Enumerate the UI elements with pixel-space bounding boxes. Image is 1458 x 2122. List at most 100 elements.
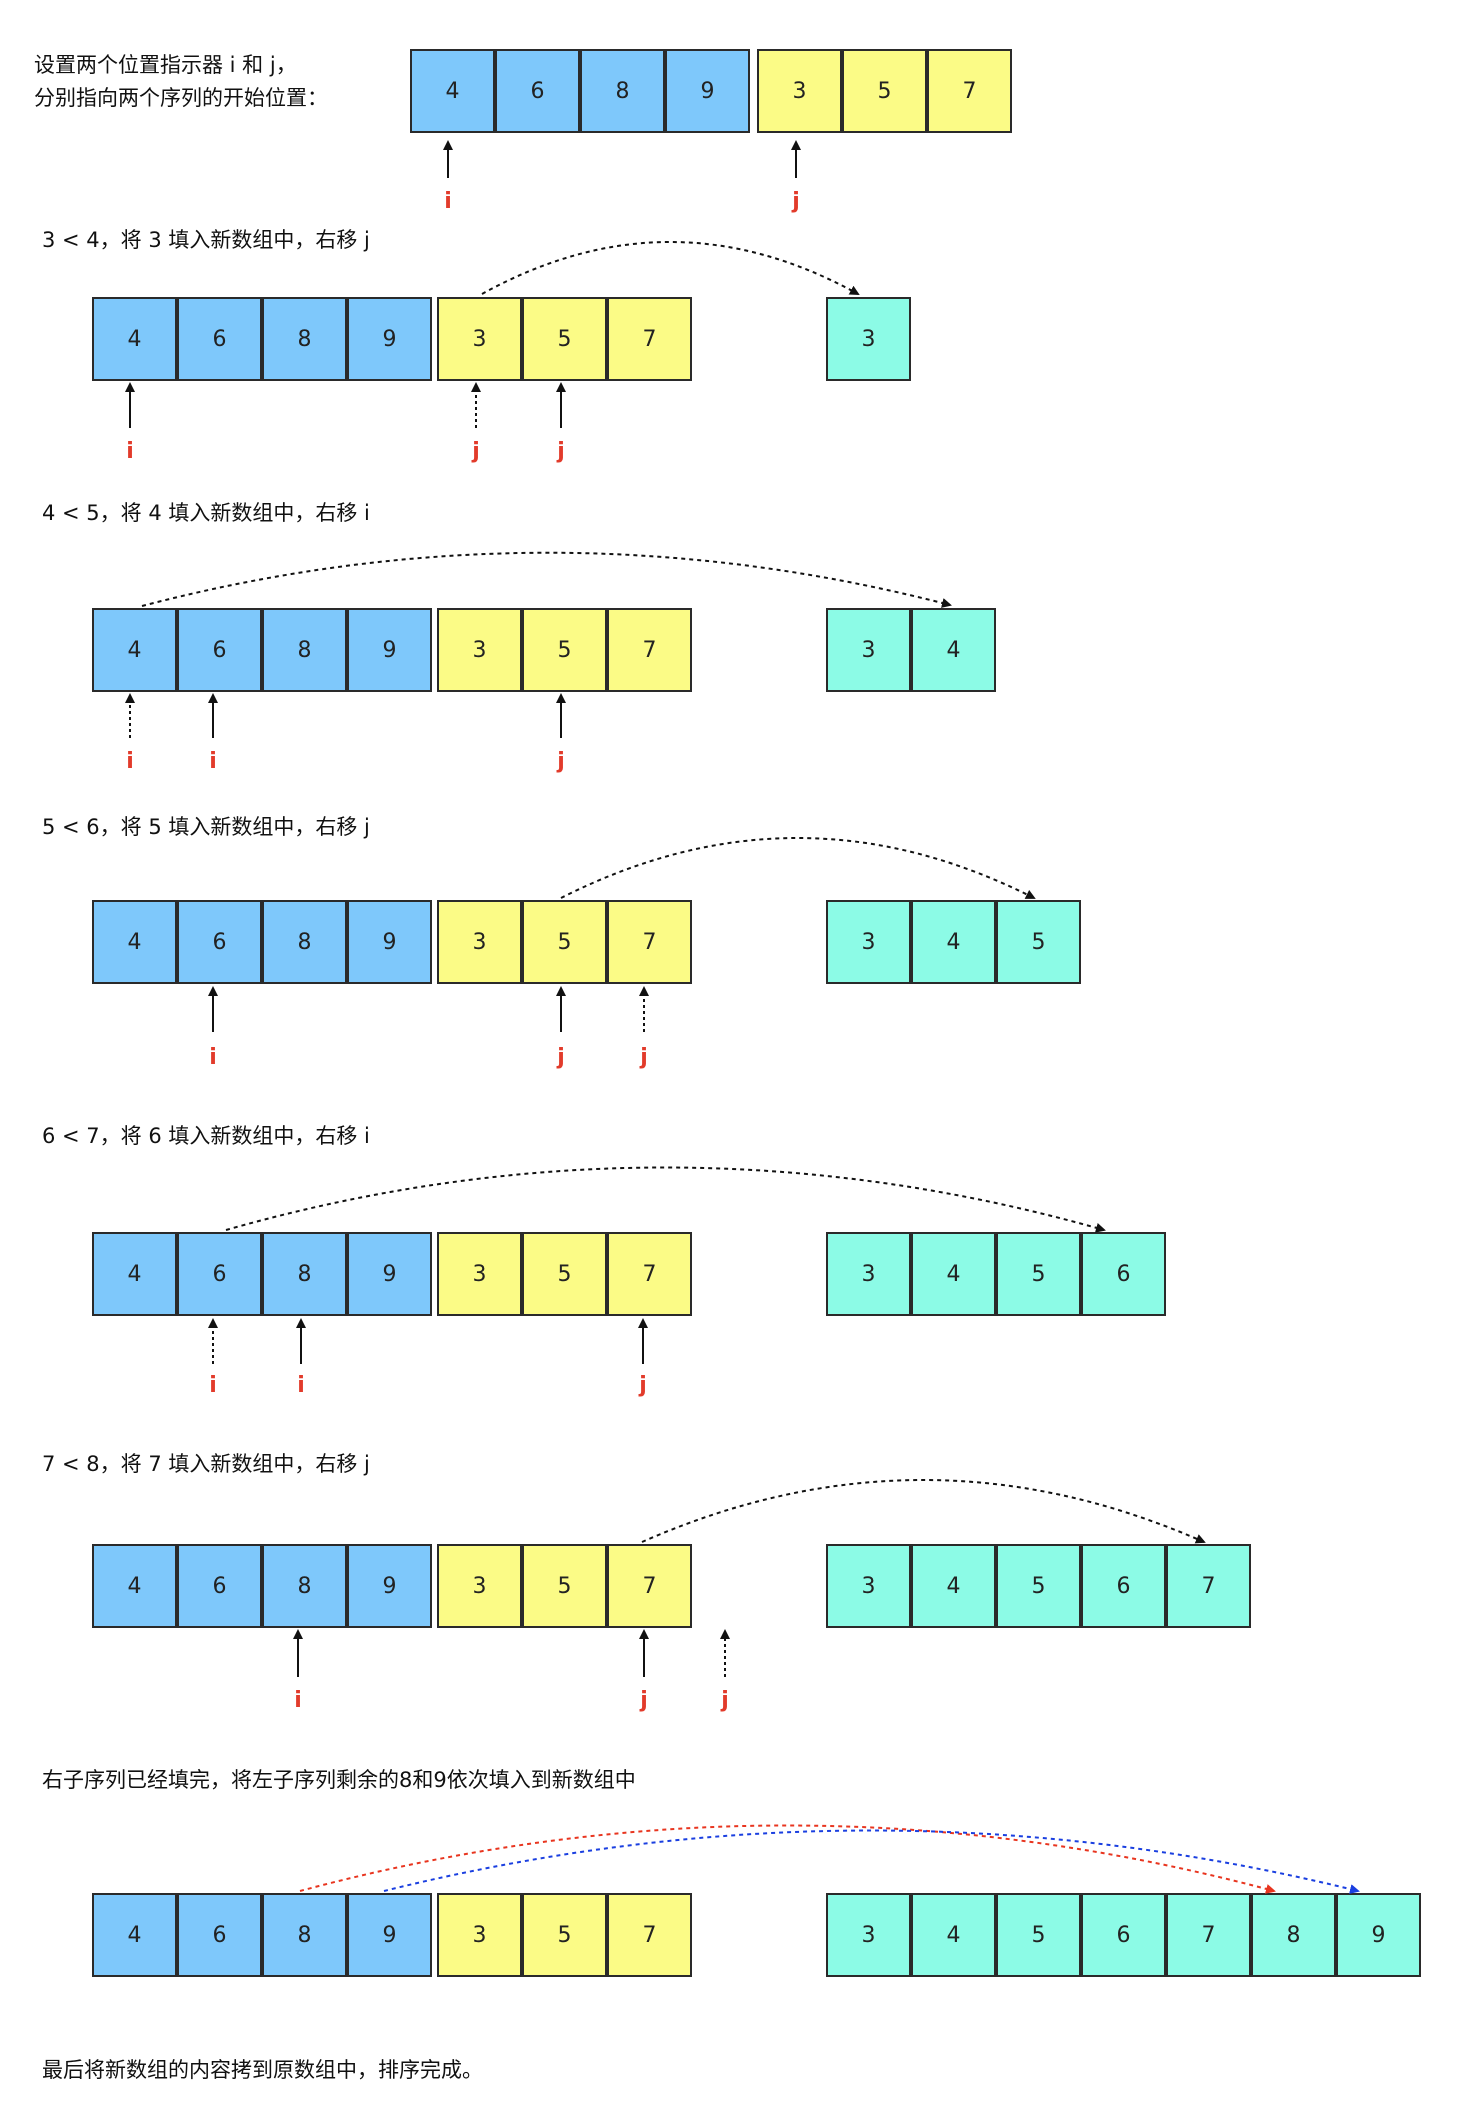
step4-right-cell: 5 (522, 1232, 607, 1316)
pointer-i-label: i (294, 1688, 302, 1713)
step6-merged-cell: 7 (1166, 1893, 1251, 1977)
step3-right-cell: 3 (437, 900, 522, 984)
final-note: 最后将新数组的内容拷到原数组中，排序完成。 (42, 2058, 483, 2082)
step3-merged-cell: 5 (996, 900, 1081, 984)
step1-left-cell: 6 (177, 297, 262, 381)
step6-right-cell: 7 (607, 1893, 692, 1977)
step6-right-cell: 3 (437, 1893, 522, 1977)
step6-merged-cell: 8 (1251, 1893, 1336, 1977)
step-caption-5: 7 < 8，将 7 填入新数组中，右移 j (42, 1452, 370, 1476)
step5-merged-cell: 3 (826, 1544, 911, 1628)
step5-right-cell: 7 (607, 1544, 692, 1628)
step4-merged-cell: 4 (911, 1232, 996, 1316)
pointer-j-label: j (472, 439, 480, 464)
intro-left-cell: 6 (495, 49, 580, 133)
step2-left-cell: 4 (92, 608, 177, 692)
pointer-j-label: j (640, 1688, 648, 1713)
step3-right-cell: 5 (522, 900, 607, 984)
pointer-i-label: i (126, 749, 134, 774)
step6-left-cell: 6 (177, 1893, 262, 1977)
step4-merged-cell: 6 (1081, 1232, 1166, 1316)
step5-left-cell: 8 (262, 1544, 347, 1628)
pointer-i-label: i (209, 1045, 217, 1070)
step1-left-cell: 4 (92, 297, 177, 381)
pointer-i-label: i (209, 1373, 217, 1398)
step5-merged-cell: 6 (1081, 1544, 1166, 1628)
step4-right-cell: 7 (607, 1232, 692, 1316)
step2-merged-cell: 4 (911, 608, 996, 692)
step4-merged-cell: 3 (826, 1232, 911, 1316)
move-arrow-9 (383, 1829, 1360, 1894)
move-arrow-7 (641, 1479, 1206, 1544)
intro-line-1: 设置两个位置指示器 i 和 j， (34, 53, 297, 77)
step4-left-cell: 6 (177, 1232, 262, 1316)
step1-right-cell: 5 (522, 297, 607, 381)
step1-right-cell: 7 (607, 297, 692, 381)
step6-left-cell: 4 (92, 1893, 177, 1977)
step6-merged-cell: 3 (826, 1893, 911, 1977)
step2-left-cell: 9 (347, 608, 432, 692)
pointer-j-label: j (639, 1373, 647, 1398)
step1-merged-cell: 3 (826, 297, 911, 381)
step-caption-2: 4 < 5，将 4 填入新数组中，右移 i (42, 501, 370, 525)
step5-merged-cell: 5 (996, 1544, 1081, 1628)
intro-right-cell: 5 (842, 49, 927, 133)
step-caption-3: 5 < 6，将 5 填入新数组中，右移 j (42, 815, 370, 839)
pointer-j-label: j (557, 1045, 565, 1070)
step-caption-4: 6 < 7，将 6 填入新数组中，右移 i (42, 1124, 370, 1148)
pointer-j-label: j (721, 1688, 729, 1713)
step2-merged-cell: 3 (826, 608, 911, 692)
step3-left-cell: 6 (177, 900, 262, 984)
step4-right-cell: 3 (437, 1232, 522, 1316)
step6-merged-cell: 4 (911, 1893, 996, 1977)
step2-left-cell: 6 (177, 608, 262, 692)
step1-left-cell: 9 (347, 297, 432, 381)
step2-right-cell: 3 (437, 608, 522, 692)
pointer-i-label: i (297, 1373, 305, 1398)
move-arrow-6 (225, 1166, 1106, 1233)
step5-right-cell: 3 (437, 1544, 522, 1628)
step6-merged-cell: 6 (1081, 1893, 1166, 1977)
intro-right-cell: 3 (757, 49, 842, 133)
step2-right-cell: 7 (607, 608, 692, 692)
step6-merged-cell: 9 (1336, 1893, 1421, 1977)
step6-left-cell: 8 (262, 1893, 347, 1977)
intro-right-cell: 7 (927, 49, 1012, 133)
pointer-i-label: i (209, 749, 217, 774)
step3-left-cell: 8 (262, 900, 347, 984)
step3-left-cell: 9 (347, 900, 432, 984)
step1-left-cell: 8 (262, 297, 347, 381)
intro-line-2: 分别指向两个序列的开始位置： (34, 86, 328, 110)
step6-merged-cell: 5 (996, 1893, 1081, 1977)
step-caption-1: 3 < 4，将 3 填入新数组中，右移 j (42, 228, 370, 252)
step2-right-cell: 5 (522, 608, 607, 692)
pointer-j-label: j (557, 439, 565, 464)
pointer-j-label: j (640, 1045, 648, 1070)
intro-left-cell: 9 (665, 49, 750, 133)
step4-left-cell: 8 (262, 1232, 347, 1316)
step4-merged-cell: 5 (996, 1232, 1081, 1316)
step3-merged-cell: 3 (826, 900, 911, 984)
intro-left-cell: 4 (410, 49, 495, 133)
step3-merged-cell: 4 (911, 900, 996, 984)
intro-left-cell: 8 (580, 49, 665, 133)
move-arrow-8 (299, 1824, 1276, 1894)
step3-right-cell: 7 (607, 900, 692, 984)
move-arrow-3 (481, 241, 860, 295)
step-caption-6: 右子序列已经填完，将左子序列剩余的8和9依次填入到新数组中 (42, 1768, 636, 1792)
step5-right-cell: 5 (522, 1544, 607, 1628)
step6-left-cell: 9 (347, 1893, 432, 1977)
step4-left-cell: 9 (347, 1232, 432, 1316)
step2-left-cell: 8 (262, 608, 347, 692)
pointer-i-label: i (126, 439, 134, 464)
step5-left-cell: 4 (92, 1544, 177, 1628)
pointer-i-label: i (444, 189, 452, 214)
step5-left-cell: 6 (177, 1544, 262, 1628)
step4-left-cell: 4 (92, 1232, 177, 1316)
step5-left-cell: 9 (347, 1544, 432, 1628)
pointer-j-label: j (557, 749, 565, 774)
step3-left-cell: 4 (92, 900, 177, 984)
step6-right-cell: 5 (522, 1893, 607, 1977)
move-arrow-4 (141, 551, 952, 608)
